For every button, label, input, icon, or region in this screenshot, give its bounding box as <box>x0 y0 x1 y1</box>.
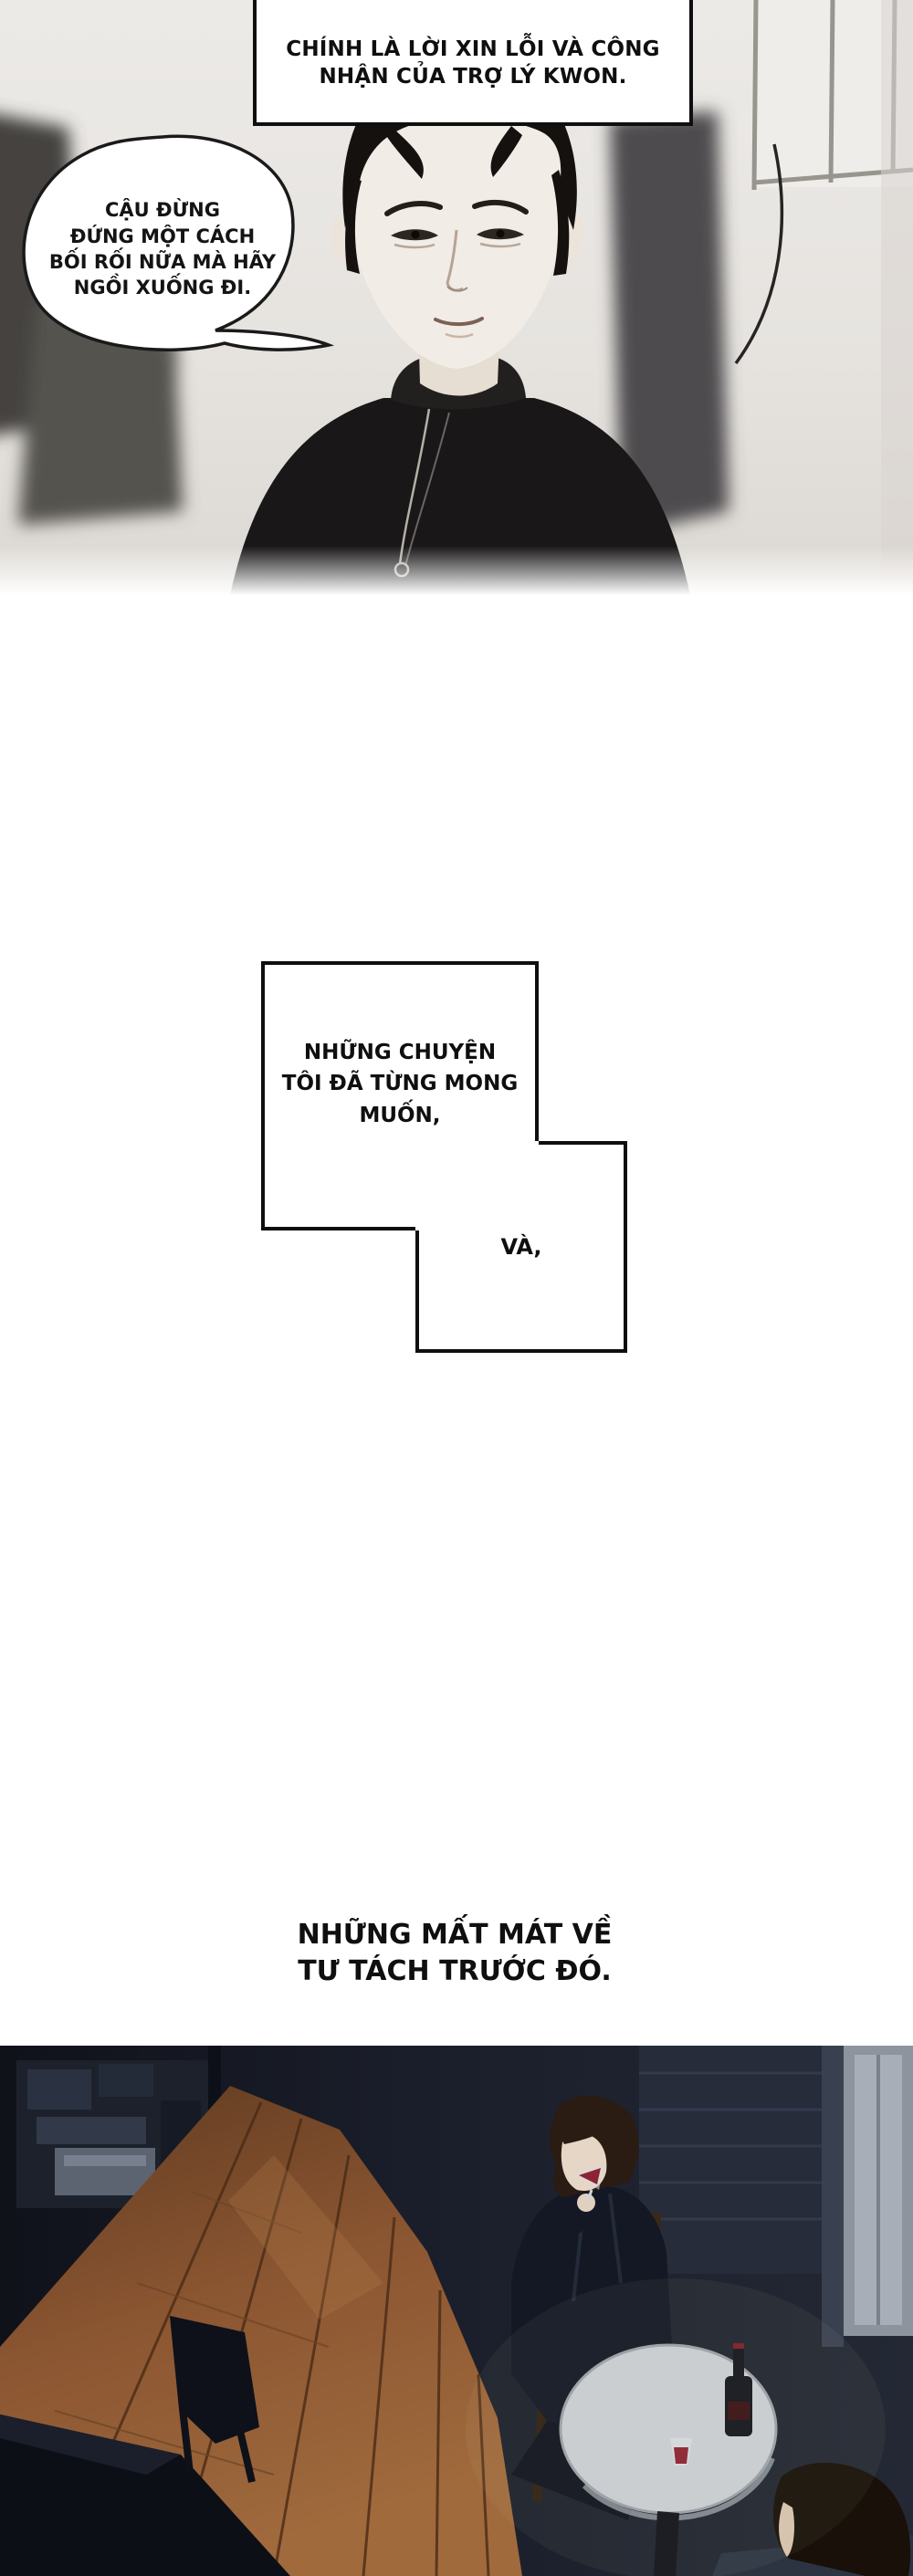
man-hand <box>577 2194 595 2212</box>
speech-line: BỐI RỐI NỮA MÀ HÃY <box>48 251 277 273</box>
speech-line: CẬU ĐỪNG <box>105 199 220 222</box>
narration-line: TƯ TÁCH TRƯỚC ĐÓ. <box>298 1955 612 1988</box>
door-light-strip <box>822 2046 913 2347</box>
wine-bottle <box>725 2343 752 2436</box>
speech-tail-curve <box>734 143 784 365</box>
ambient-glow <box>466 2278 886 2576</box>
speech-bubble: CẬU ĐỪNG ĐỨNG MỘT CÁCH BỐI RỐI NỮA MÀ HÃ… <box>7 128 347 385</box>
second-person <box>712 2462 913 2576</box>
speech-line: ĐỨNG MỘT CÁCH <box>69 225 256 247</box>
window-blinds <box>639 2046 822 2274</box>
narration-line: VÀ, <box>500 1234 542 1260</box>
wine-scene-art <box>0 2046 913 2576</box>
desk-silhouette <box>0 2414 290 2576</box>
narration-line: NHỮNG CHUYỆN <box>303 1040 497 1064</box>
chair-silhouette <box>170 2316 259 2483</box>
panel-fade <box>0 546 913 595</box>
narration-caption-top: CHÍNH LÀ LỜI XIN LỖI VÀ CÔNG NHẬN CỦA TR… <box>253 0 693 126</box>
panel-wine-scene <box>0 2046 913 2576</box>
narration-line: TÔI ĐÃ TỪNG MONG <box>281 1072 519 1096</box>
caption-line: NHẬN CỦA TRỢ LÝ KWON. <box>319 65 627 89</box>
narration-line: MUỐN, <box>359 1103 441 1127</box>
narration-caption-loss: NHỮNG MẤT MÁT VỀ TƯ TÁCH TRƯỚC ĐÓ. <box>265 1917 645 1990</box>
foreground-pillar-blur <box>610 111 729 534</box>
speech-text: CẬU ĐỪNG ĐỨNG MỘT CÁCH BỐI RỐI NỮA MÀ HÃ… <box>26 131 299 367</box>
speech-bubble-shape <box>22 134 335 351</box>
speech-line: NGỒI XUỐNG ĐI. <box>73 277 252 299</box>
round-table <box>559 2343 778 2576</box>
box-union-patch <box>415 1141 539 1230</box>
narration-line: NHỮNG MẤT MÁT VỀ <box>297 1919 613 1951</box>
table-wine-glass <box>670 2438 692 2466</box>
caption-line: CHÍNH LÀ LỜI XIN LỖI VÀ CÔNG <box>286 37 660 61</box>
window-frame <box>751 0 913 595</box>
